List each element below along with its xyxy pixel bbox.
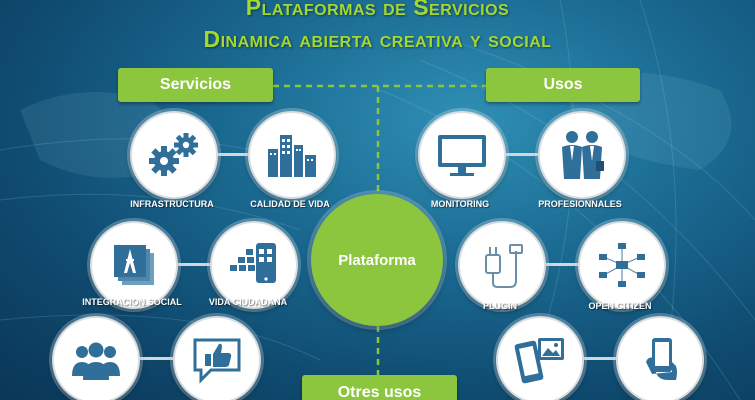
thumbs-up-node[interactable] (173, 316, 261, 400)
people-node[interactable] (52, 316, 140, 400)
connector (174, 263, 212, 266)
hand-phone-icon (646, 338, 677, 380)
monitoring-label: MONITORING (430, 199, 490, 209)
plugin-node[interactable] (458, 221, 546, 309)
integracion-social-label: INTEGRACION SOCIAL (82, 297, 182, 307)
connector (542, 263, 580, 266)
monitor-icon (438, 135, 486, 176)
title-line-1: Plataformas de Servicios (245, 0, 510, 20)
gears-icon (149, 133, 198, 176)
servicios-header: Servicios (118, 68, 273, 102)
vida-ciudadana-node[interactable] (210, 221, 298, 309)
buildings-icon (268, 135, 316, 177)
tablet-tiles-icon (230, 243, 276, 283)
network-icon (599, 243, 645, 287)
infrastructura-label: INFRASTRUCTURA (130, 199, 214, 209)
phone-photo-node[interactable] (496, 316, 584, 400)
phone-photo-icon (514, 338, 564, 384)
plug-icon (485, 244, 523, 288)
thumbs-up-icon (193, 338, 241, 384)
infrastructura-node[interactable] (130, 111, 218, 199)
profesionnales-label: PROFESIONNALES (538, 199, 622, 209)
connector (504, 153, 540, 156)
otres-usos-header: Otres usos (302, 375, 457, 400)
profesionnales-node[interactable] (538, 111, 626, 199)
title-line-2: Dinamica abierta creativa y social (203, 26, 552, 52)
usos-header: Usos (486, 68, 640, 102)
monitoring-node[interactable] (418, 111, 506, 199)
plataforma-center[interactable]: Plataforma (311, 194, 443, 326)
connector (580, 357, 618, 360)
businessmen-icon (562, 131, 604, 179)
calidad-de-vida-node[interactable] (248, 111, 336, 199)
connector (214, 153, 250, 156)
photo-stack-icon (114, 245, 154, 285)
open-citizen-node[interactable] (578, 221, 666, 309)
hand-phone-node[interactable] (616, 316, 704, 400)
vida-ciudadana-label: VIDA CIUDADANA (208, 297, 288, 307)
people-group-icon (72, 342, 120, 380)
integracion-social-node[interactable] (90, 221, 178, 309)
plugin-label: PLUGIN (482, 301, 517, 311)
connector (136, 357, 174, 360)
calidad-de-vida-label: CALIDAD DE VIDA (250, 199, 330, 209)
open-citizen-label: OPEN CITIZEN (588, 301, 652, 311)
